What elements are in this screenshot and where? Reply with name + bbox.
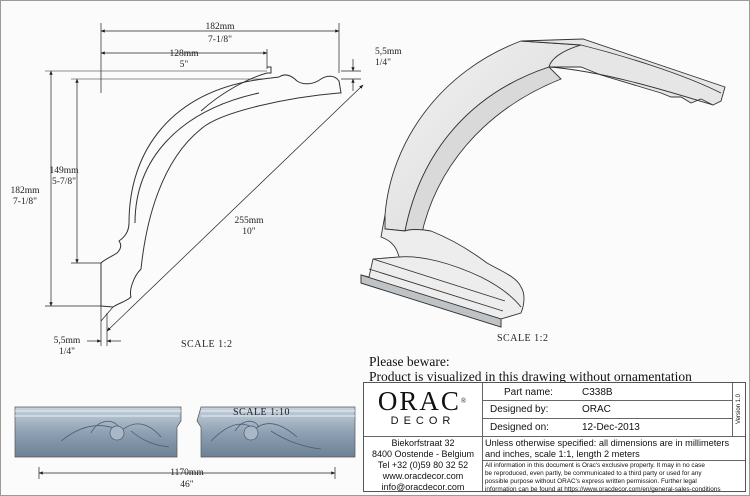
profile-dimensions xyxy=(45,23,364,346)
dim-inner-height-mm: 149mm xyxy=(49,166,79,176)
phone-number: Tel +32 (0)59 80 32 52 xyxy=(377,460,469,470)
logo-sub: DECOR xyxy=(390,415,456,427)
tb-divider-1 xyxy=(482,400,732,401)
dim-top-step-mm: 5,5mm xyxy=(375,47,402,57)
address-street: Biekorfstraat 32 xyxy=(391,438,455,448)
version-cell: Version 1.0 xyxy=(733,384,745,436)
email-link[interactable]: info@oracdecor.com xyxy=(381,482,465,492)
ornament-piece-right xyxy=(196,406,356,458)
tb-divider-vertical xyxy=(482,383,483,491)
ornament-length-mm: 1170mm xyxy=(170,468,204,478)
legal-line3: possible purpose without ORAC's express … xyxy=(485,478,697,485)
dim-diagonal-mm: 255mm xyxy=(234,216,264,226)
legal-note: All information in this document is Orac… xyxy=(485,462,745,494)
tb-divider-3 xyxy=(364,436,745,437)
tb-divider-version xyxy=(732,383,733,436)
website-link[interactable]: www.oracdecor.com xyxy=(382,471,464,481)
orac-logo: ORAC® DECOR xyxy=(364,387,482,427)
tb-divider-2 xyxy=(482,418,732,419)
dim-inner-width-in: 5" xyxy=(180,60,189,70)
perspective-view xyxy=(360,38,726,328)
designed-by-value: ORAC xyxy=(582,404,611,415)
ornament-dimension xyxy=(38,467,336,479)
tb-divider-4 xyxy=(482,460,745,461)
beware-notice: Please beware: Product is visualized in … xyxy=(369,354,692,384)
perspective-scale-label: SCALE 1:2 xyxy=(497,333,548,344)
legal-line1: All information in this document is Orac… xyxy=(485,462,705,469)
ornament-scale-label: SCALE 1:10 xyxy=(233,407,290,418)
dim-bottom-step-in: 1/4" xyxy=(59,347,75,357)
dim-diagonal-in: 10" xyxy=(242,227,256,237)
spec-line1: Unless otherwise specified: all dimensio… xyxy=(485,438,730,448)
spec-note: Unless otherwise specified: all dimensio… xyxy=(485,438,743,459)
dim-overall-width-mm: 182mm xyxy=(205,22,235,32)
dim-inner-height-in: 5-7/8" xyxy=(52,177,76,187)
version-label: Version 1.0 xyxy=(736,393,742,425)
profile-section xyxy=(100,66,342,322)
profile-scale-label: SCALE 1:2 xyxy=(181,339,232,350)
designed-on-label: Designed on: xyxy=(490,422,549,433)
dim-inner-width-mm: 128mm xyxy=(169,49,199,59)
dim-bottom-step-mm: 5,5mm xyxy=(54,336,81,346)
beware-line1: Please beware: xyxy=(369,354,450,369)
dim-overall-height-mm: 182mm xyxy=(10,186,40,196)
logo-main: ORAC xyxy=(377,386,461,416)
legal-line2: be reproduced, even partly, be communica… xyxy=(485,470,702,477)
title-block: ORAC® DECOR Part name: C338B Designed by… xyxy=(363,382,746,494)
beware-line2: Product is visualized in this drawing wi… xyxy=(369,369,692,384)
logo-mark: ® xyxy=(460,397,469,405)
dim-top-step-in: 1/4" xyxy=(375,58,391,68)
ornament-piece-left xyxy=(14,406,182,458)
spec-line2: and inches, scale 1:1, length 2 meters xyxy=(485,448,640,459)
part-name-label: Part name: xyxy=(504,387,553,398)
address-city: 8400 Oostende - Belgium xyxy=(371,449,475,459)
ornament-length-in: 46" xyxy=(180,480,194,490)
legal-line4[interactable]: information can be found at https://www.… xyxy=(485,486,721,493)
dim-overall-width-in: 7-1/8" xyxy=(208,35,232,45)
profile-outline xyxy=(100,74,342,308)
ornament-view xyxy=(14,406,356,458)
designed-on-value: 12-Dec-2013 xyxy=(582,422,640,433)
dim-overall-height-in: 7-1/8" xyxy=(13,197,37,207)
designed-by-label: Designed by: xyxy=(490,404,549,415)
part-name-value: C338B xyxy=(582,387,613,398)
address-block: Biekorfstraat 32 8400 Oostende - Belgium… xyxy=(364,438,482,493)
